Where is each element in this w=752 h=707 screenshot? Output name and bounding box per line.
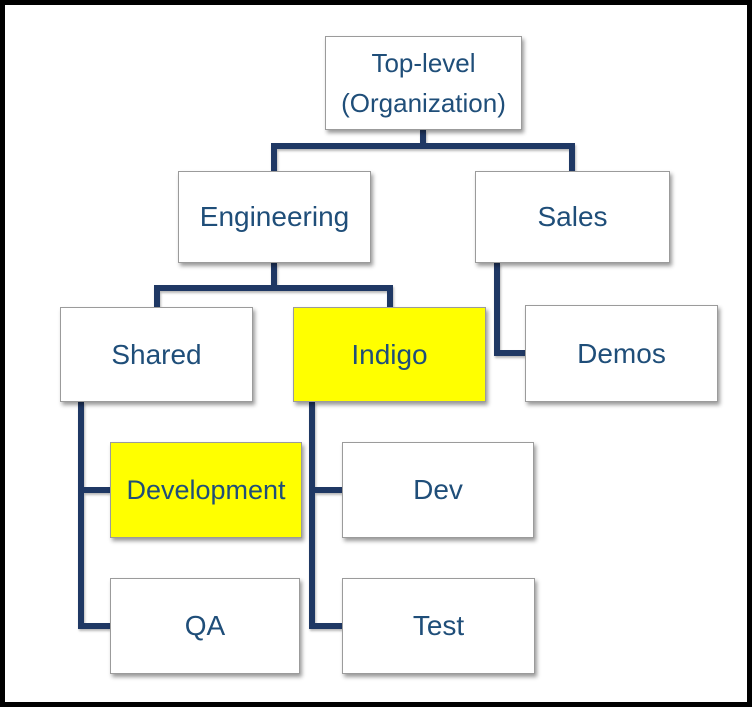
node-label-line: (Organization) — [341, 88, 506, 118]
node-label-line: Top-level — [371, 48, 476, 78]
connector-segment — [154, 285, 393, 291]
connector-segment — [154, 285, 160, 307]
node-label: Test — [412, 610, 465, 641]
node-shared: Shared — [60, 307, 253, 402]
node-indigo: Indigo — [293, 307, 486, 402]
connector-segment — [420, 130, 426, 146]
connector-segment — [569, 143, 575, 171]
node-development: Development — [110, 442, 302, 538]
node-label: Sales — [537, 201, 608, 232]
node-qa: QA — [110, 578, 300, 674]
connector-segment — [309, 402, 315, 629]
connector-segment — [78, 623, 110, 629]
connector-segment — [309, 623, 342, 629]
connector-segment — [78, 402, 84, 629]
node-label: Dev — [413, 474, 463, 505]
connector-segment — [494, 263, 500, 356]
connector-segment — [387, 285, 393, 307]
node-label: Indigo — [351, 338, 428, 370]
node-test: Test — [342, 578, 535, 674]
connector-segment — [271, 143, 277, 171]
node-label: Engineering — [199, 201, 350, 232]
node-demos: Demos — [525, 305, 718, 402]
node-label: Shared — [111, 338, 202, 370]
connector-segment — [271, 143, 575, 149]
node-label: Demos — [577, 337, 666, 369]
node-sales: Sales — [475, 171, 670, 263]
connector-segment — [309, 487, 342, 493]
connector-segment — [494, 350, 525, 356]
connector-segment — [271, 263, 277, 291]
node-dev: Dev — [342, 442, 534, 538]
node-top-level: Top-level (Organization) — [325, 36, 522, 130]
node-engineering: Engineering — [178, 171, 371, 263]
node-label: Development — [126, 475, 286, 505]
node-label: QA — [184, 610, 226, 641]
connector-segment — [78, 487, 110, 493]
